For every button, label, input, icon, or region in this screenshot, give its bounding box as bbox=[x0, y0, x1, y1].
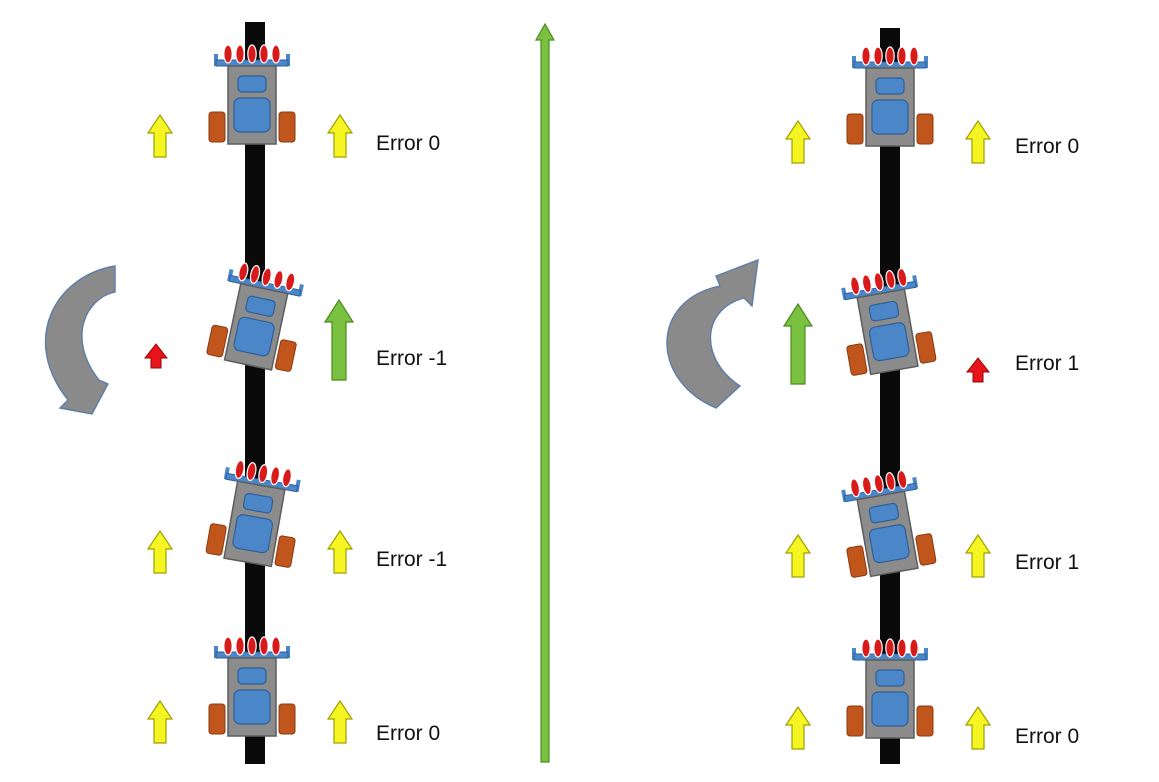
left-wheel-arrow-normal-icon bbox=[785, 534, 811, 578]
right-robot-4 bbox=[846, 637, 934, 740]
counterclockwise-turn-icon bbox=[666, 258, 759, 409]
right-wheel-arrow-slow-icon bbox=[966, 357, 990, 383]
right-error-label-2: Error 1 bbox=[1015, 352, 1079, 375]
left-wheel-arrow-slow-icon bbox=[144, 343, 168, 369]
right-wheel-arrow-normal-icon bbox=[965, 706, 991, 750]
left-track-line bbox=[245, 22, 265, 764]
left-error-label-1: Error 0 bbox=[376, 132, 440, 155]
left-wheel-arrow-normal-icon bbox=[785, 706, 811, 750]
left-wheel-arrow-normal-icon bbox=[785, 120, 811, 164]
left-wheel-arrow-normal-icon bbox=[147, 114, 173, 158]
center-divider-arrow-icon bbox=[534, 22, 556, 763]
clockwise-turn-icon bbox=[44, 265, 116, 415]
right-wheel-arrow-normal-icon bbox=[327, 530, 353, 574]
left-panel: Error 0 Error -1 Error -1 Error 0 bbox=[44, 22, 447, 764]
right-wheel-arrow-normal-icon bbox=[327, 700, 353, 744]
right-wheel-arrow-fast-icon bbox=[324, 299, 354, 381]
left-wheel-arrow-normal-icon bbox=[147, 700, 173, 744]
right-panel: Error 0 Error 1 Error 1 Error 0 bbox=[666, 28, 1079, 764]
right-error-label-3: Error 1 bbox=[1015, 551, 1079, 574]
right-error-label-4: Error 0 bbox=[1015, 725, 1079, 748]
left-robot-4 bbox=[208, 635, 296, 738]
left-error-label-2: Error -1 bbox=[376, 347, 447, 370]
right-error-label-1: Error 0 bbox=[1015, 135, 1079, 158]
right-wheel-arrow-normal-icon bbox=[965, 120, 991, 164]
left-error-label-4: Error 0 bbox=[376, 722, 440, 745]
right-wheel-arrow-normal-icon bbox=[327, 114, 353, 158]
left-robot-1 bbox=[208, 43, 296, 146]
left-error-label-3: Error -1 bbox=[376, 548, 447, 571]
left-wheel-arrow-normal-icon bbox=[147, 530, 173, 574]
right-track-line bbox=[880, 28, 900, 764]
right-robot-1 bbox=[846, 45, 934, 148]
right-wheel-arrow-normal-icon bbox=[965, 534, 991, 578]
left-wheel-arrow-fast-icon bbox=[783, 303, 813, 385]
left-robot-2 bbox=[205, 258, 306, 375]
